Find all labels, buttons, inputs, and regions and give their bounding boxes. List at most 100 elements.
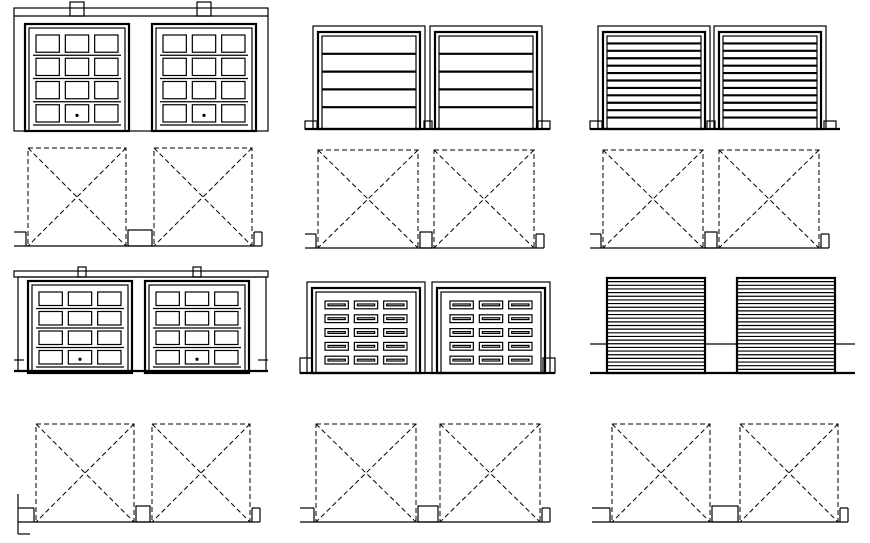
solid-panel <box>64 104 90 123</box>
glass-pane <box>191 80 217 100</box>
raised-panel <box>353 341 379 351</box>
door-swing-outline <box>317 149 419 249</box>
swing-diagonal <box>739 423 839 523</box>
swing-diagonal <box>739 423 839 523</box>
raised-panel <box>508 314 533 324</box>
glass-pane <box>35 57 60 77</box>
glass-pane <box>162 57 187 77</box>
elevation-4 <box>13 266 269 375</box>
door-handle <box>78 357 82 361</box>
glass-pane <box>214 291 239 307</box>
raised-panel-inset <box>452 317 471 321</box>
raised-panel-inset <box>481 317 501 321</box>
raised-panel <box>449 341 474 351</box>
raised-panel <box>478 341 504 351</box>
glass-pane <box>64 80 90 100</box>
door-handle <box>202 113 206 117</box>
opening-trim <box>713 25 827 130</box>
glass-pane <box>191 57 217 77</box>
door-leaf <box>440 291 542 374</box>
opening-trim <box>597 25 711 130</box>
wall-outline <box>17 276 267 372</box>
swing-diagonal <box>602 149 704 249</box>
opening-trim <box>312 25 426 130</box>
swing-diagonal <box>718 149 820 249</box>
elevation-1 <box>13 1 269 133</box>
glass-pane <box>214 330 239 346</box>
raised-panel <box>353 314 379 324</box>
raised-panel-inset <box>452 358 471 362</box>
plan-2 <box>305 149 545 249</box>
raised-panel <box>478 300 504 310</box>
door-leaf <box>148 284 246 374</box>
raised-panel <box>324 328 349 338</box>
raised-panel <box>508 341 533 351</box>
door-swing-outline <box>315 423 417 523</box>
glass-pane <box>97 330 122 346</box>
plan-5 <box>300 423 551 523</box>
door-swing-outline <box>439 423 541 523</box>
swing-diagonal <box>602 149 704 249</box>
raised-panel-inset <box>386 303 405 307</box>
raised-panel-inset <box>386 331 405 335</box>
pier <box>299 357 313 374</box>
glass-pane <box>191 34 217 53</box>
solid-panel <box>38 349 63 365</box>
glass-pane <box>38 310 63 326</box>
door-leaf <box>321 35 417 130</box>
raised-panel-inset <box>327 344 346 348</box>
glass-pane <box>64 34 90 53</box>
raised-panel <box>324 314 349 324</box>
door-frame <box>433 30 539 131</box>
swing-diagonal <box>27 147 127 247</box>
vent-block <box>69 1 85 17</box>
vent-block <box>192 266 202 278</box>
raised-panel <box>383 328 408 338</box>
pier <box>537 120 551 130</box>
raised-panel-inset <box>511 303 530 307</box>
solid-panel <box>97 349 122 365</box>
glass-pane <box>184 291 210 307</box>
swing-diagonal <box>27 147 127 247</box>
pier <box>423 120 433 130</box>
elevation-6 <box>590 276 855 375</box>
glass-pane <box>214 310 239 326</box>
raised-panel-inset <box>481 358 501 362</box>
center-pier <box>135 505 151 523</box>
elevation-2 <box>304 25 551 131</box>
swing-diagonal <box>433 149 535 249</box>
plan-6 <box>592 423 849 523</box>
raised-panel <box>449 314 474 324</box>
glass-pane <box>184 310 210 326</box>
raised-panel <box>383 341 408 351</box>
glass-pane <box>221 57 246 77</box>
raised-panel <box>478 328 504 338</box>
swing-diagonal <box>611 423 711 523</box>
raised-panel-inset <box>452 303 471 307</box>
glass-pane <box>221 34 246 53</box>
solid-panel <box>94 104 119 123</box>
raised-panel-inset <box>481 344 501 348</box>
glass-pane <box>94 34 119 53</box>
glass-pane <box>221 80 246 100</box>
swing-diagonal <box>611 423 711 523</box>
raised-panel-inset <box>511 331 530 335</box>
cornice <box>13 270 269 278</box>
glass-pane <box>67 330 93 346</box>
glass-pane <box>38 291 63 307</box>
raised-panel-inset <box>511 358 530 362</box>
raised-panel-inset <box>452 344 471 348</box>
pier <box>589 120 603 130</box>
raised-panel <box>508 328 533 338</box>
raised-panel <box>449 300 474 310</box>
raised-panel-inset <box>386 317 405 321</box>
door-frame <box>316 30 422 131</box>
swing-diagonal <box>317 149 419 249</box>
center-pier <box>419 231 433 249</box>
raised-panel <box>508 355 533 365</box>
elevation-3 <box>589 25 840 131</box>
solid-panel <box>155 349 180 365</box>
raised-panel <box>478 314 504 324</box>
